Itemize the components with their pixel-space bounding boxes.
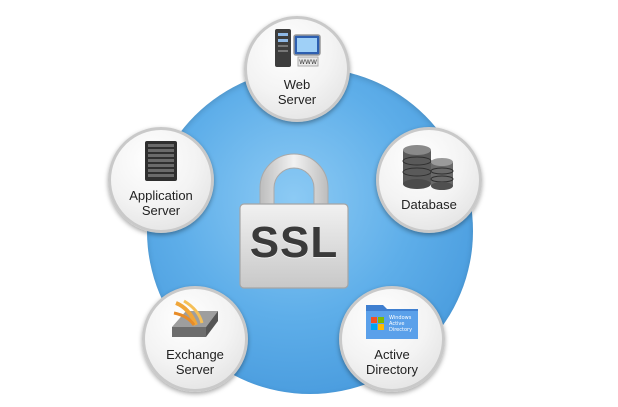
server-rack-icon xyxy=(145,141,177,181)
web-server-label: Web Server xyxy=(277,77,317,107)
application-server-label: Application Server xyxy=(129,188,193,218)
web-server-node: WWW Web Server xyxy=(244,16,350,122)
folder-text-active: Active xyxy=(389,321,404,327)
exchange-server-label: Exchange Server xyxy=(166,347,224,377)
folder-text-directory: Directory xyxy=(389,327,412,333)
exchange-server-node: Exchange Server xyxy=(142,286,248,392)
folder-text-windows: Windows xyxy=(389,315,412,321)
padlock-icon xyxy=(239,153,349,289)
ssl-label: SSL xyxy=(249,218,339,267)
active-directory-node: Windows Active Directory Active Director… xyxy=(339,286,445,392)
www-text: WWW xyxy=(299,59,317,66)
folder-icon: Windows Active Directory xyxy=(366,305,418,339)
database-label: Database xyxy=(401,197,457,212)
database-node: Database xyxy=(376,127,482,233)
exchange-server-icon xyxy=(172,299,218,337)
ssl-padlock: SSL xyxy=(238,150,350,290)
application-server-node: Application Server xyxy=(108,127,214,233)
web-server-icon: WWW xyxy=(275,29,321,67)
active-directory-label: Active Directory xyxy=(365,347,418,377)
database-icon xyxy=(402,145,454,190)
